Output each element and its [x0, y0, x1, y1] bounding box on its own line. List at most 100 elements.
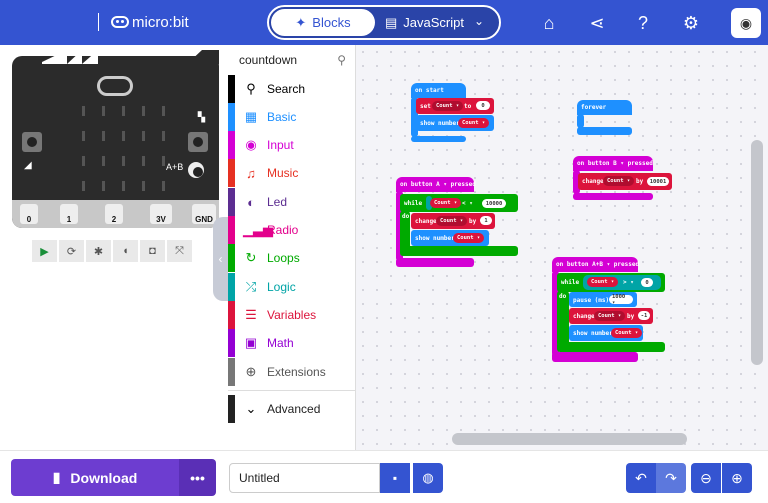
- bug-icon[interactable]: ✱: [85, 239, 112, 263]
- variable-dropdown[interactable]: Count ▾: [594, 311, 626, 321]
- block-change-variable[interactable]: change Count ▾ by -1: [569, 308, 653, 324]
- pin-label: 3V: [156, 215, 166, 224]
- led: [122, 106, 125, 116]
- tab-blocks[interactable]: ✦ Blocks: [271, 9, 375, 36]
- project-name-input[interactable]: Untitled: [229, 463, 380, 493]
- toolbox-item-loops[interactable]: ↻Loops: [228, 244, 356, 272]
- toolbox-item-led[interactable]: ◐Led: [228, 188, 356, 216]
- search-icon[interactable]: ⚲: [337, 53, 346, 67]
- button-a[interactable]: [22, 132, 42, 152]
- toolbox-item-label: Basic: [267, 110, 297, 124]
- redo-button[interactable]: ↷: [656, 463, 686, 493]
- variable-dropdown[interactable]: Count ▾: [587, 277, 619, 287]
- pin-1[interactable]: 1: [60, 204, 78, 224]
- user-avatar-button[interactable]: ◉: [731, 8, 761, 38]
- variable-dropdown[interactable]: Count ▾: [603, 176, 635, 186]
- block-while-loop[interactable]: while Count ▾ < ▾ 10000: [400, 194, 518, 212]
- block-on-button-a[interactable]: on button A ▾ pressed: [396, 177, 476, 192]
- led: [142, 131, 145, 141]
- toolbox-search[interactable]: countdown ⚲: [228, 45, 356, 75]
- pause-duration-dropdown[interactable]: 1000 ▾: [609, 294, 633, 306]
- variable-dropdown[interactable]: Count ▾: [458, 118, 490, 128]
- number-input[interactable]: -1: [638, 311, 650, 320]
- chevron-down-icon[interactable]: ⌄: [474, 14, 485, 28]
- block-on-start[interactable]: on start: [411, 83, 466, 98]
- block-while-loop[interactable]: while Count ▾ > ▾ 0: [557, 273, 665, 292]
- operator-dropdown[interactable]: > ▾: [623, 279, 634, 286]
- block-change-variable[interactable]: change Count ▾ by 10001: [578, 173, 672, 190]
- led: [162, 181, 165, 191]
- zoom-in-button[interactable]: ⊕: [722, 463, 752, 493]
- board-logo[interactable]: [97, 76, 133, 96]
- microbit-logo[interactable]: micro:bit: [98, 10, 189, 34]
- workspace-horizontal-scrollbar[interactable]: [452, 433, 687, 445]
- toolbox-item-search[interactable]: ⚲Search: [228, 75, 356, 103]
- toolbox-item-radio[interactable]: ▁▃▅Radio: [228, 216, 356, 244]
- block-label: change: [573, 313, 595, 320]
- tab-javascript[interactable]: ▤ JavaScript: [385, 9, 475, 36]
- download-button[interactable]: ▮ Download: [11, 459, 179, 496]
- block-set-variable[interactable]: set Count ▾ to 0: [416, 98, 494, 114]
- block-forever[interactable]: forever: [577, 100, 632, 115]
- play-icon[interactable]: ▶: [31, 239, 58, 263]
- button-b[interactable]: [188, 132, 208, 152]
- user-icon: ◉: [739, 14, 753, 31]
- home-icon[interactable]: ⌂: [543, 12, 555, 33]
- restart-icon[interactable]: ⟳: [58, 239, 85, 263]
- toolbox-item-music[interactable]: ♫Music: [228, 159, 356, 187]
- logo-divider: [98, 13, 99, 31]
- camera-icon[interactable]: ◘: [139, 239, 166, 263]
- number-input[interactable]: 0: [476, 101, 490, 110]
- workspace-vertical-scrollbar[interactable]: [751, 140, 763, 365]
- toolbox-item-logic[interactable]: ⤮Logic: [228, 273, 356, 301]
- b-marker-icon: ▚: [198, 112, 205, 122]
- github-button[interactable]: ◍: [413, 463, 443, 493]
- number-input[interactable]: 10000: [482, 199, 506, 208]
- operator-dropdown[interactable]: < ▾: [462, 200, 473, 207]
- toolbox-item-input[interactable]: ◉Input: [228, 131, 356, 159]
- microbit-board: ◢ ▚ A+B: [12, 50, 219, 228]
- pin-3v[interactable]: 3V: [150, 204, 172, 224]
- number-input[interactable]: 10001: [647, 177, 669, 186]
- pin-0[interactable]: 0: [20, 204, 38, 224]
- search-input[interactable]: countdown: [239, 53, 298, 67]
- variable-dropdown[interactable]: Count ▾: [432, 101, 464, 111]
- number-input[interactable]: 0: [641, 278, 653, 287]
- block-pause[interactable]: pause (ms) 1000 ▾: [569, 292, 637, 307]
- block-show-number[interactable]: show number Count ▾: [569, 325, 643, 341]
- block-change-variable[interactable]: change Count ▾ by 1: [411, 213, 495, 229]
- variable-dropdown[interactable]: Count ▾: [436, 216, 468, 226]
- led: [122, 156, 125, 166]
- undo-button[interactable]: ↶: [626, 463, 656, 493]
- fullscreen-icon[interactable]: ⤧: [166, 239, 193, 263]
- toolbox-item-advanced[interactable]: ⌄Advanced: [228, 395, 356, 423]
- block-on-button-b[interactable]: on button B ▾ pressed: [573, 156, 653, 171]
- tab-javascript-label: JavaScript: [403, 15, 464, 30]
- block-show-number[interactable]: show number Count ▾: [411, 230, 489, 246]
- sound-icon[interactable]: ◖: [112, 239, 139, 263]
- toolbox-item-math[interactable]: ▣Math: [228, 329, 356, 357]
- download-more-button[interactable]: •••: [179, 459, 216, 496]
- block-on-button-ab[interactable]: on button A+B ▾ pressed: [552, 257, 639, 272]
- pin-gnd[interactable]: GND: [192, 204, 216, 224]
- save-button[interactable]: ▪: [380, 463, 410, 493]
- button-ab[interactable]: [188, 162, 204, 178]
- block-show-number[interactable]: show number Count ▾: [416, 115, 494, 131]
- variable-dropdown[interactable]: Count ▾: [611, 328, 643, 338]
- number-input[interactable]: 1: [480, 216, 492, 225]
- block-while-footer: [400, 246, 518, 256]
- variable-dropdown[interactable]: Count ▾: [430, 198, 462, 208]
- toolbox-item-basic[interactable]: ▦Basic: [228, 103, 356, 131]
- zoom-out-button[interactable]: ⊖: [691, 463, 721, 493]
- compare-block[interactable]: [426, 196, 432, 210]
- pin-2[interactable]: 2: [105, 204, 123, 224]
- list-icon: ☰: [245, 307, 257, 322]
- collapse-simulator-button[interactable]: ‹: [213, 217, 228, 301]
- variable-dropdown[interactable]: Count ▾: [453, 233, 485, 243]
- toolbox-item-extensions[interactable]: ⊕Extensions: [228, 358, 356, 386]
- share-icon[interactable]: ⋖: [589, 12, 605, 33]
- block-on-button-a-footer: [396, 258, 474, 267]
- gear-icon[interactable]: ⚙: [682, 12, 700, 33]
- toolbox-item-variables[interactable]: ☰Variables: [228, 301, 356, 329]
- help-icon[interactable]: ?: [637, 12, 648, 33]
